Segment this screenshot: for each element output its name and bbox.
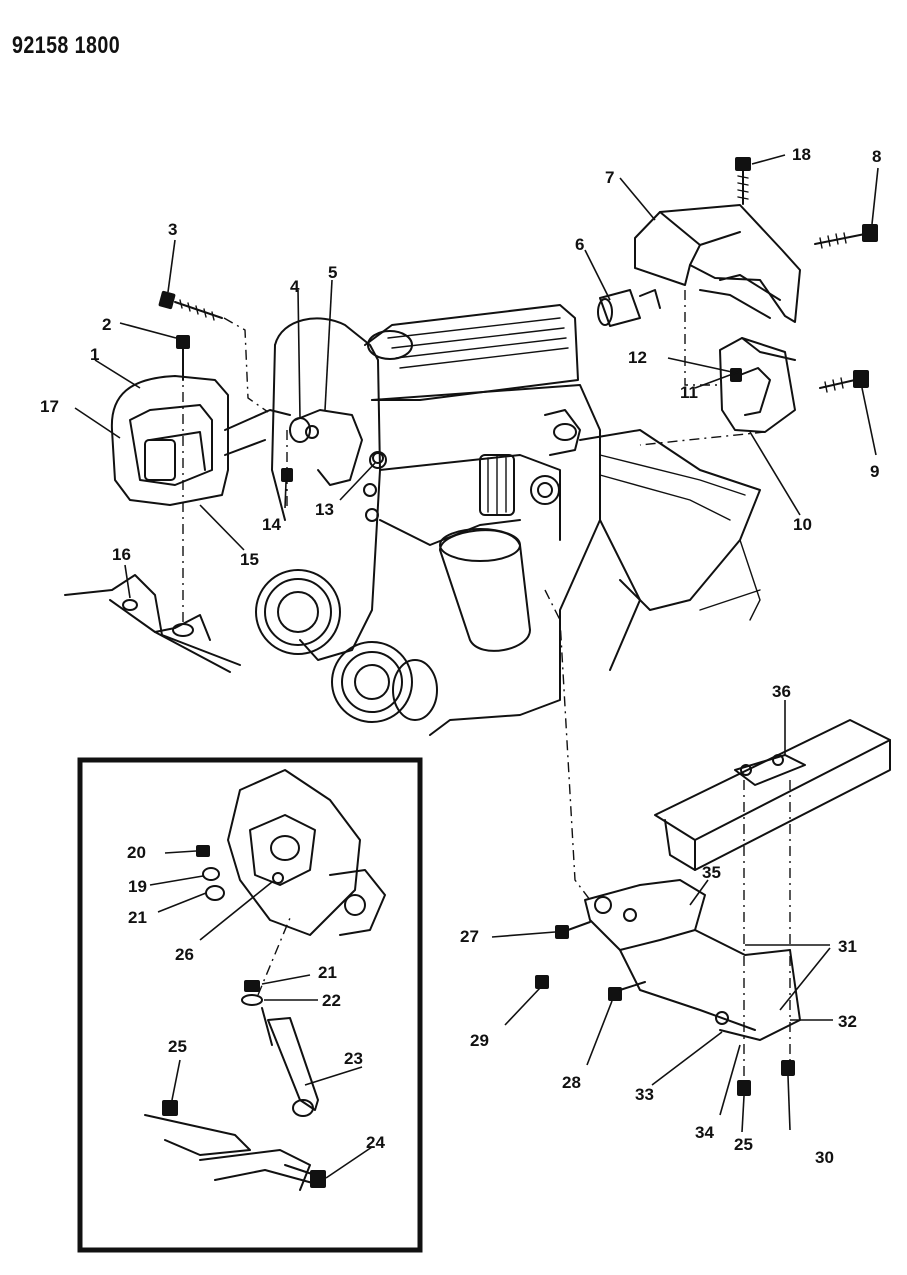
callout-label: 9 [870,462,879,481]
callout-labels: 1 2 3 4 5 6 7 8 9 10 11 12 13 14 15 16 1… [40,145,881,1167]
callout-label: 33 [635,1085,654,1104]
engine-block [255,304,761,736]
callout-label: 5 [328,263,337,282]
callout-label: 25 [168,1037,187,1056]
callout-label: 7 [605,168,614,187]
callout-label: 27 [460,927,479,946]
callout-label: 23 [344,1049,363,1068]
callout-label: 31 [838,937,857,956]
callout-label: 25 [734,1135,753,1154]
callout-label: 24 [366,1133,385,1152]
callout-label: 34 [695,1123,714,1142]
callout-label: 22 [322,991,341,1010]
callout-label: 29 [470,1031,489,1050]
callout-label: 14 [262,515,281,534]
callout-label: 35 [702,863,721,882]
right-mount-assembly [597,157,878,446]
callout-label: 32 [838,1012,857,1031]
callout-label: 6 [575,235,584,254]
callout-label: 15 [240,550,259,569]
callout-label: 18 [792,145,811,164]
callout-label: 36 [772,682,791,701]
crossmember-assembly [535,589,891,1096]
callout-label: 1 [90,345,99,364]
callout-label: 16 [112,545,131,564]
callout-label: 13 [315,500,334,519]
callout-label: 4 [290,277,300,296]
callout-label: 20 [127,843,146,862]
inset-detail [77,757,423,1253]
left-mount-assembly [64,290,291,673]
callout-label: 21 [318,963,337,982]
callout-label: 11 [680,383,698,402]
callout-label: 12 [628,348,647,367]
callout-label: 28 [562,1073,581,1092]
callout-label: 26 [175,945,194,964]
callout-label: 2 [102,315,111,334]
callout-label: 21 [128,908,147,927]
callout-label: 17 [40,397,59,416]
callout-label: 8 [872,147,881,166]
callout-label: 10 [793,515,812,534]
callout-label: 30 [815,1148,834,1167]
callout-leaders [74,154,879,1179]
diagram-number: 92158 1800 [12,32,121,59]
callout-label: 19 [128,877,147,896]
callout-label: 3 [168,220,177,239]
